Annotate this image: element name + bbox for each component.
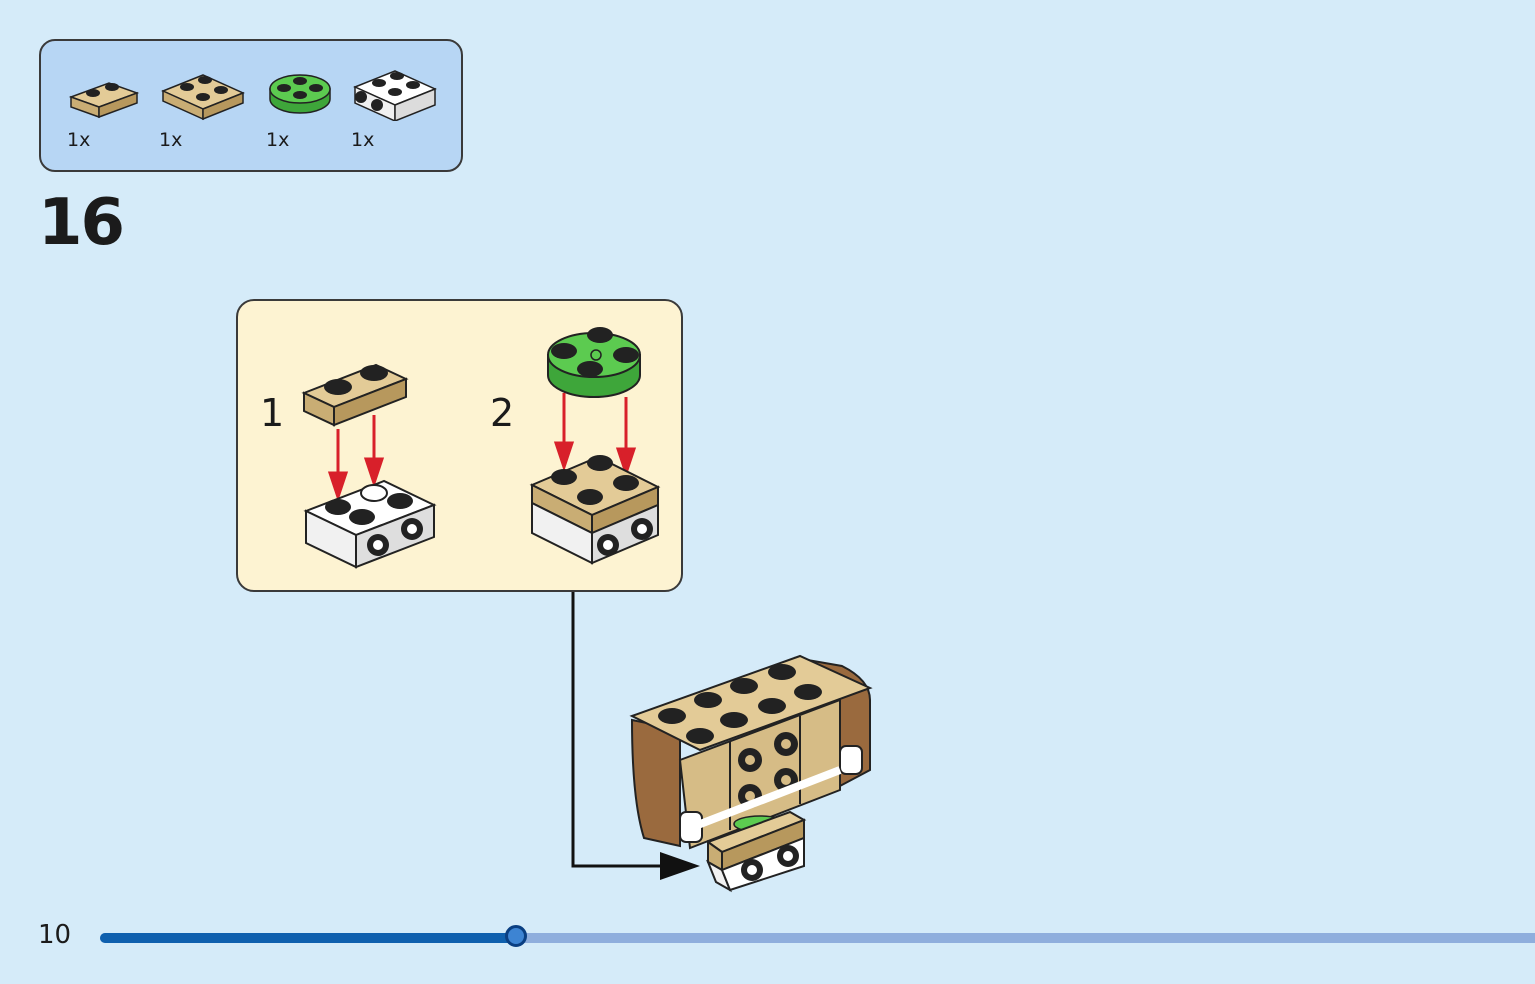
- sub-assembly-drawing: [301, 327, 661, 569]
- part-green-round-plate: 1x: [266, 61, 356, 171]
- main-model: [629, 654, 873, 893]
- callout-connector-arrow: [571, 592, 700, 880]
- sub-step-label: 1: [260, 391, 285, 435]
- white-brick-piece: [303, 479, 437, 569]
- sub-assembly-callout: 1 2: [236, 299, 683, 592]
- tan-on-white-assembly: [529, 455, 661, 565]
- step-number: 16: [38, 186, 125, 260]
- page-number: 10: [38, 920, 72, 950]
- red-arrows-step-1: [327, 415, 385, 502]
- progress-bar: [100, 925, 1535, 947]
- part-white-brick-wheels: 1x: [351, 61, 441, 171]
- progress-fill: [100, 933, 517, 943]
- parts-list: 1x 1x 1x: [39, 39, 463, 172]
- sub-step-label: 2: [490, 391, 515, 435]
- tan-plate-2x2-icon: [161, 74, 245, 121]
- white-brick-wheels-icon: [353, 70, 437, 121]
- part-quantity: 1x: [266, 129, 290, 151]
- progress-knob: [505, 925, 528, 947]
- part-quantity: 1x: [159, 129, 183, 151]
- part-quantity: 1x: [67, 129, 91, 151]
- red-arrows-step-2: [553, 393, 637, 478]
- tan-plate-1x2-icon: [68, 82, 140, 119]
- tan-plate-1x2-piece: [301, 363, 409, 427]
- part-quantity: 1x: [351, 129, 375, 151]
- part-tan-plate-2x2: 1x: [159, 61, 249, 171]
- green-round-plate-piece: [547, 327, 641, 398]
- green-round-plate-icon: [269, 74, 331, 114]
- part-tan-plate-1x2: 1x: [67, 61, 157, 171]
